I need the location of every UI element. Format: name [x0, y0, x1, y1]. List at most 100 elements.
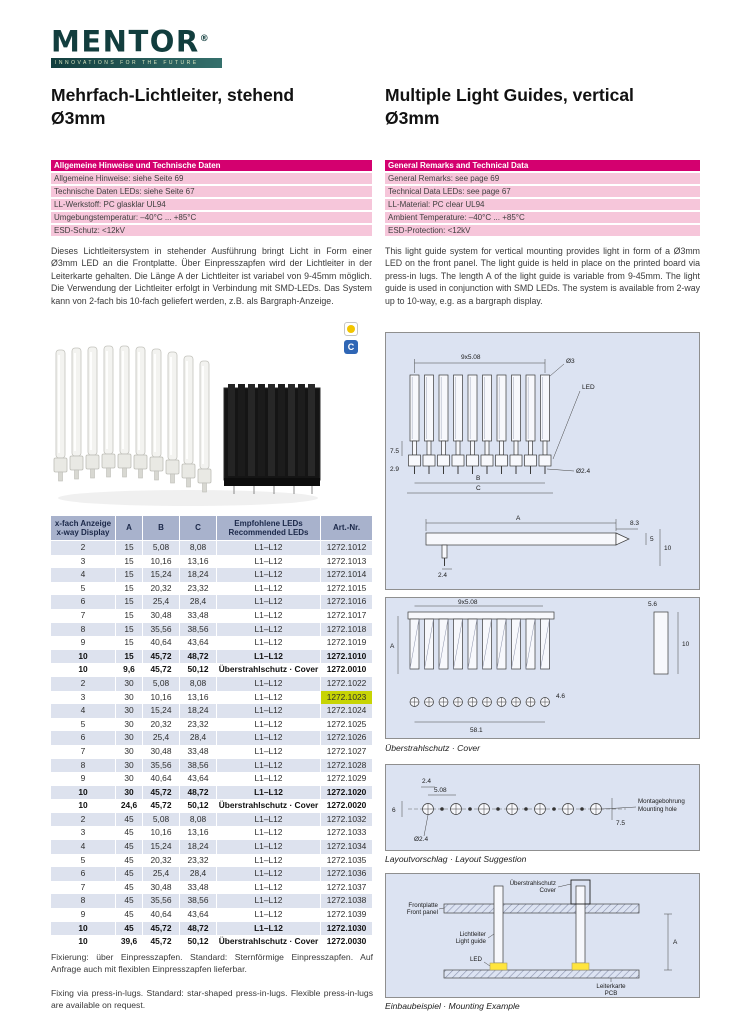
cell-a: 30: [116, 758, 142, 773]
label-cover-en: Cover: [539, 887, 556, 894]
cell-art: 1272.1035: [321, 853, 372, 868]
dim-dia24: Ø2.4: [576, 468, 590, 475]
cell-display: 8: [51, 894, 115, 909]
product-table-row: 8 15 35,56 38,56 L1–L12 1272.1018: [51, 622, 373, 637]
cell-leds: L1–L12: [217, 826, 320, 841]
cell-a: 45: [116, 867, 142, 881]
cell-leds: L1–L12: [217, 554, 320, 569]
product-table-row: 4 45 15,24 18,24 L1–L12 1272.1034: [51, 840, 373, 854]
col-header-art: Art.-Nr.: [321, 516, 372, 540]
cell-a: 45: [116, 908, 142, 922]
mounting-caption: Einbaubeispiel · Mounting Example: [385, 1001, 520, 1011]
fixing-note-english: Fixing via press-in-lugs. Standard: star…: [51, 988, 373, 1010]
cell-b: 25,4: [143, 731, 179, 745]
cell-leds: L1–L12: [217, 908, 320, 922]
cell-b: 40,64: [143, 908, 179, 922]
dim-pitch: 9x5.08: [461, 354, 481, 361]
cell-art: 1272.1039: [321, 908, 372, 922]
dim-5-6: 5.6: [648, 601, 657, 608]
label-led: LED: [582, 384, 595, 391]
cell-a: 30: [116, 731, 142, 745]
cell-art: 1272.0030: [321, 935, 372, 949]
info-row-english: Ambient Temperature: –40°C ... +85°C: [385, 212, 700, 223]
dim-a: A: [673, 939, 678, 946]
label-hole-en: Mounting hole: [638, 806, 677, 813]
cell-art: 1272.1036: [321, 867, 372, 881]
dim-c: C: [476, 485, 481, 492]
dim-a: A: [390, 643, 395, 650]
product-table-header: x-fach Anzeige x-way Display A B C Empfo…: [51, 516, 373, 540]
label-guide-en: Light guide: [456, 938, 487, 945]
cell-display: 6: [51, 595, 115, 609]
cell-display: 9: [51, 908, 115, 922]
cell-a: 30: [116, 772, 142, 786]
cell-leds: L1–L12: [217, 690, 320, 705]
cell-leds: L1–L12: [217, 867, 320, 881]
yellow-dot-badge: [344, 322, 358, 336]
dim-pitch: 9x5.08: [458, 599, 478, 606]
page-title-german: Mehrfach-Lichtleiter, stehend Ø3mm: [51, 85, 295, 128]
cell-art: 1272.1038: [321, 894, 372, 909]
cell-c: 38,56: [180, 894, 216, 909]
cell-leds: L1–L12: [217, 541, 320, 555]
cell-leds: Überstrahlschutz · Cover: [217, 799, 320, 813]
pad-row: [409, 697, 550, 707]
cell-b: 20,32: [143, 853, 179, 868]
cell-b: 30,48: [143, 744, 179, 759]
dim-b: B: [476, 475, 480, 482]
cell-art: 1272.1020: [321, 785, 372, 800]
product-table-row: 10 15 45,72 48,72 L1–L12 1272.1010: [51, 649, 373, 664]
cell-a: 45: [116, 853, 142, 868]
cell-leds: L1–L12: [217, 840, 320, 854]
cell-art: 1272.1023: [321, 690, 372, 705]
cell-b: 10,16: [143, 826, 179, 841]
cell-leds: L1–L12: [217, 622, 320, 637]
cell-art: 1272.1016: [321, 595, 372, 609]
info-row-english: Technical Data LEDs: see page 67: [385, 186, 700, 197]
cell-a: 30: [116, 704, 142, 718]
dim-dia24: Ø2.4: [414, 836, 428, 843]
cell-b: 35,56: [143, 894, 179, 909]
cell-display: 5: [51, 581, 115, 596]
cell-a: 30: [116, 785, 142, 800]
dimension-drawing-main: 9x5.08 Ø3 LED 7.5 2.9 Ø2.4 B C A 8.3 2.4…: [385, 332, 700, 590]
cell-a: 15: [116, 581, 142, 596]
product-table-row: 9 45 40,64 43,64 L1–L12 1272.1039: [51, 908, 373, 922]
info-table-german: Allgemeine Hinweise und Technische Daten…: [51, 160, 372, 238]
product-table-row: 2 45 5,08 8,08 L1–L12 1272.1032: [51, 812, 373, 827]
cell-display: 9: [51, 772, 115, 786]
cell-c: 18,24: [180, 568, 216, 582]
cell-leds: L1–L12: [217, 649, 320, 664]
product-table-row: 4 30 15,24 18,24 L1–L12 1272.1024: [51, 704, 373, 718]
led-right: [571, 962, 590, 971]
dim-2-9: 2.9: [390, 466, 399, 473]
info-row-text: LL-Werkstoff: PC glasklar UL94: [54, 200, 166, 209]
mounting-drawing-svg: Überstrahlschutz Cover Frontplatte Front…: [407, 879, 678, 997]
product-table-row: 10 45 45,72 48,72 L1–L12 1272.1030: [51, 921, 373, 936]
info-row-german: Technische Daten LEDs: siehe Seite 67: [51, 186, 372, 197]
cell-leds: L1–L12: [217, 595, 320, 609]
description-english: This light guide system for vertical mou…: [385, 246, 700, 306]
cell-a: 30: [116, 717, 142, 732]
cell-art: 1272.1012: [321, 541, 372, 555]
cell-a: 30: [116, 744, 142, 759]
cell-b: 35,56: [143, 622, 179, 637]
description-german: Dieses Lichtleitersystem in stehender Au…: [51, 246, 372, 306]
dim-2-4: 2.4: [422, 778, 431, 785]
product-table-row: 7 15 30,48 33,48 L1–L12 1272.1017: [51, 608, 373, 623]
info-row-german: Allgemeine Hinweise: siehe Seite 69: [51, 173, 372, 184]
cell-b: 40,64: [143, 772, 179, 786]
product-table-row: 2 30 5,08 8,08 L1–L12 1272.1022: [51, 676, 373, 691]
info-row-text: Umgebungstemperatur: –40°C ... +85°C: [54, 213, 197, 222]
cell-a: 15: [116, 595, 142, 609]
dim-7-5: 7.5: [616, 820, 625, 827]
cell-leds: L1–L12: [217, 853, 320, 868]
cell-display: 2: [51, 812, 115, 827]
product-table-row: 6 45 25,4 28,4 L1–L12 1272.1036: [51, 867, 373, 881]
cell-a: 15: [116, 608, 142, 623]
dim-58-1: 58.1: [470, 727, 483, 734]
cell-a: 15: [116, 568, 142, 582]
cell-b: 35,56: [143, 758, 179, 773]
cell-b: 5,08: [143, 676, 179, 691]
dim-4-6: 4.6: [556, 693, 565, 700]
